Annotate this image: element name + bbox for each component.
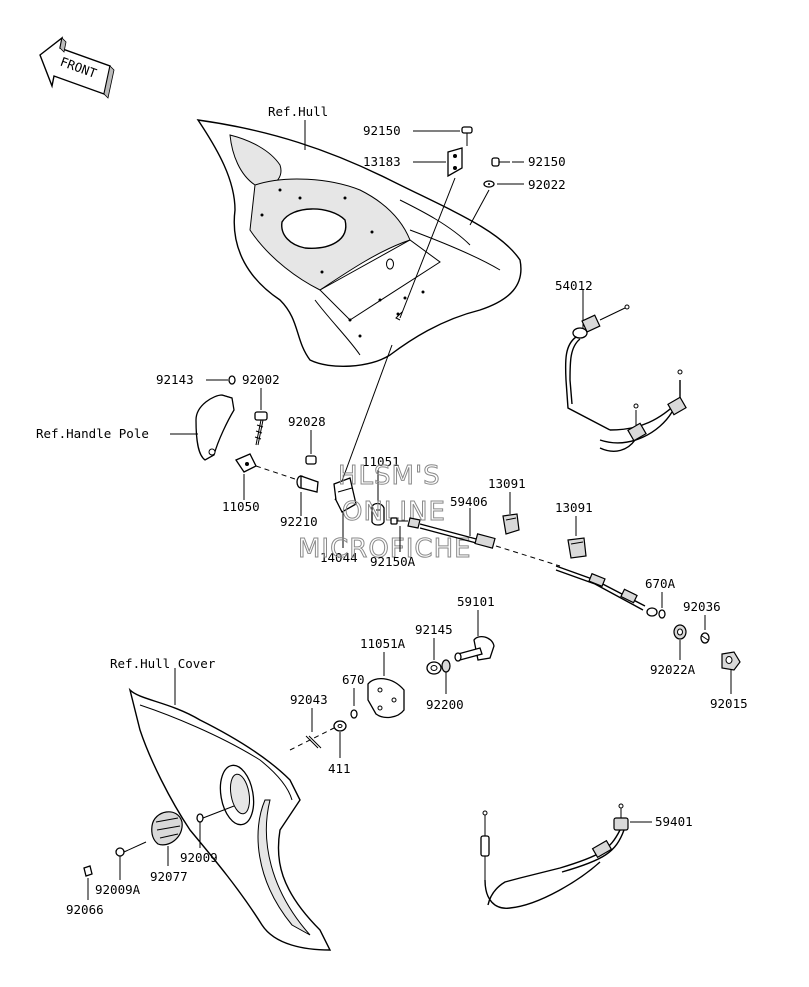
ref-handle-pole-label: Ref.Handle Pole xyxy=(36,426,149,441)
part-11051: 11051 xyxy=(362,454,400,469)
front-arrow-icon: FRONT xyxy=(39,36,115,99)
part-14044: 14044 xyxy=(320,550,358,565)
part-670A: 670A xyxy=(645,576,676,591)
part-92009: 92009 xyxy=(180,850,218,865)
bolt-92150-b xyxy=(491,157,510,167)
screw-92009A xyxy=(115,841,147,857)
bolt-92210 xyxy=(296,475,319,493)
bolt-92143 xyxy=(228,375,236,385)
part-92210: 92210 xyxy=(280,514,318,529)
part-92200: 92200 xyxy=(426,697,464,712)
part-92145: 92145 xyxy=(415,622,453,637)
cable-59401 xyxy=(480,803,629,909)
part-54012: 54012 xyxy=(555,278,593,293)
part-92022A: 92022A xyxy=(650,662,696,677)
watermark: HLSM'S ONLINE MICROFICHE xyxy=(298,461,472,565)
part-92022: 92022 xyxy=(528,177,566,192)
plate-11051A xyxy=(367,678,405,719)
part-92150-b: 92150 xyxy=(528,154,566,169)
cable-54012 xyxy=(564,304,687,452)
washer-92022 xyxy=(483,180,495,188)
ref-hull-cover-label: Ref.Hull Cover xyxy=(110,656,216,671)
part-59101: 59101 xyxy=(457,594,495,609)
part-670: 670 xyxy=(342,672,365,687)
part-92015: 92015 xyxy=(710,696,748,711)
washer-92200 xyxy=(441,659,451,673)
part-13091-a: 13091 xyxy=(488,476,526,491)
part-92077: 92077 xyxy=(150,869,188,884)
bracket-14044 xyxy=(333,477,357,513)
grommet-13091-b xyxy=(567,537,587,559)
part-92009A: 92009A xyxy=(95,882,141,897)
cap-92077 xyxy=(151,811,183,846)
handle-pole-bracket xyxy=(195,394,235,461)
bolt-92002 xyxy=(254,411,268,446)
part-92143: 92143 xyxy=(156,372,194,387)
hull-illustration xyxy=(196,119,522,368)
grommet-13091-a xyxy=(502,513,520,535)
oring-670 xyxy=(350,709,358,719)
part-92150-top: 92150 xyxy=(363,123,401,138)
clamp-11051 xyxy=(371,502,385,526)
part-11050: 11050 xyxy=(222,499,260,514)
part-92002: 92002 xyxy=(242,372,280,387)
washer-411 xyxy=(333,720,347,732)
cable-59406 xyxy=(407,517,561,567)
bolt-92150-top xyxy=(461,126,473,146)
part-411: 411 xyxy=(328,761,351,776)
part-92036: 92036 xyxy=(683,599,721,614)
part-13183: 13183 xyxy=(363,154,401,169)
part-13091-b: 13091 xyxy=(555,500,593,515)
part-59406: 59406 xyxy=(450,494,488,509)
hull-cover-illustration xyxy=(128,687,332,951)
washer-92036 xyxy=(700,632,710,644)
spacer-92145 xyxy=(426,661,442,675)
nut-92022A xyxy=(673,624,687,640)
part-59401: 59401 xyxy=(655,814,693,829)
part-92066: 92066 xyxy=(66,902,104,917)
cable-assembly xyxy=(555,565,658,617)
part-11051A: 11051A xyxy=(360,636,406,651)
ref-hull-label: Ref.Hull xyxy=(268,104,328,119)
lever-59101 xyxy=(454,635,495,662)
oring-670A xyxy=(658,609,666,619)
watermark-line-1: HLSM'S xyxy=(338,461,441,491)
bracket-11050 xyxy=(235,453,257,473)
knob-92015 xyxy=(721,651,741,671)
watermark-line-3: MICROFICHE xyxy=(298,534,472,564)
part-92043: 92043 xyxy=(290,692,328,707)
pin-92043 xyxy=(305,735,322,749)
part-92028: 92028 xyxy=(288,414,326,429)
part-92150A: 92150A xyxy=(370,554,416,569)
nut-92028 xyxy=(305,455,317,465)
plate-13183 xyxy=(447,147,463,178)
plug-92066 xyxy=(83,865,93,877)
bolt-92150A xyxy=(390,517,408,525)
